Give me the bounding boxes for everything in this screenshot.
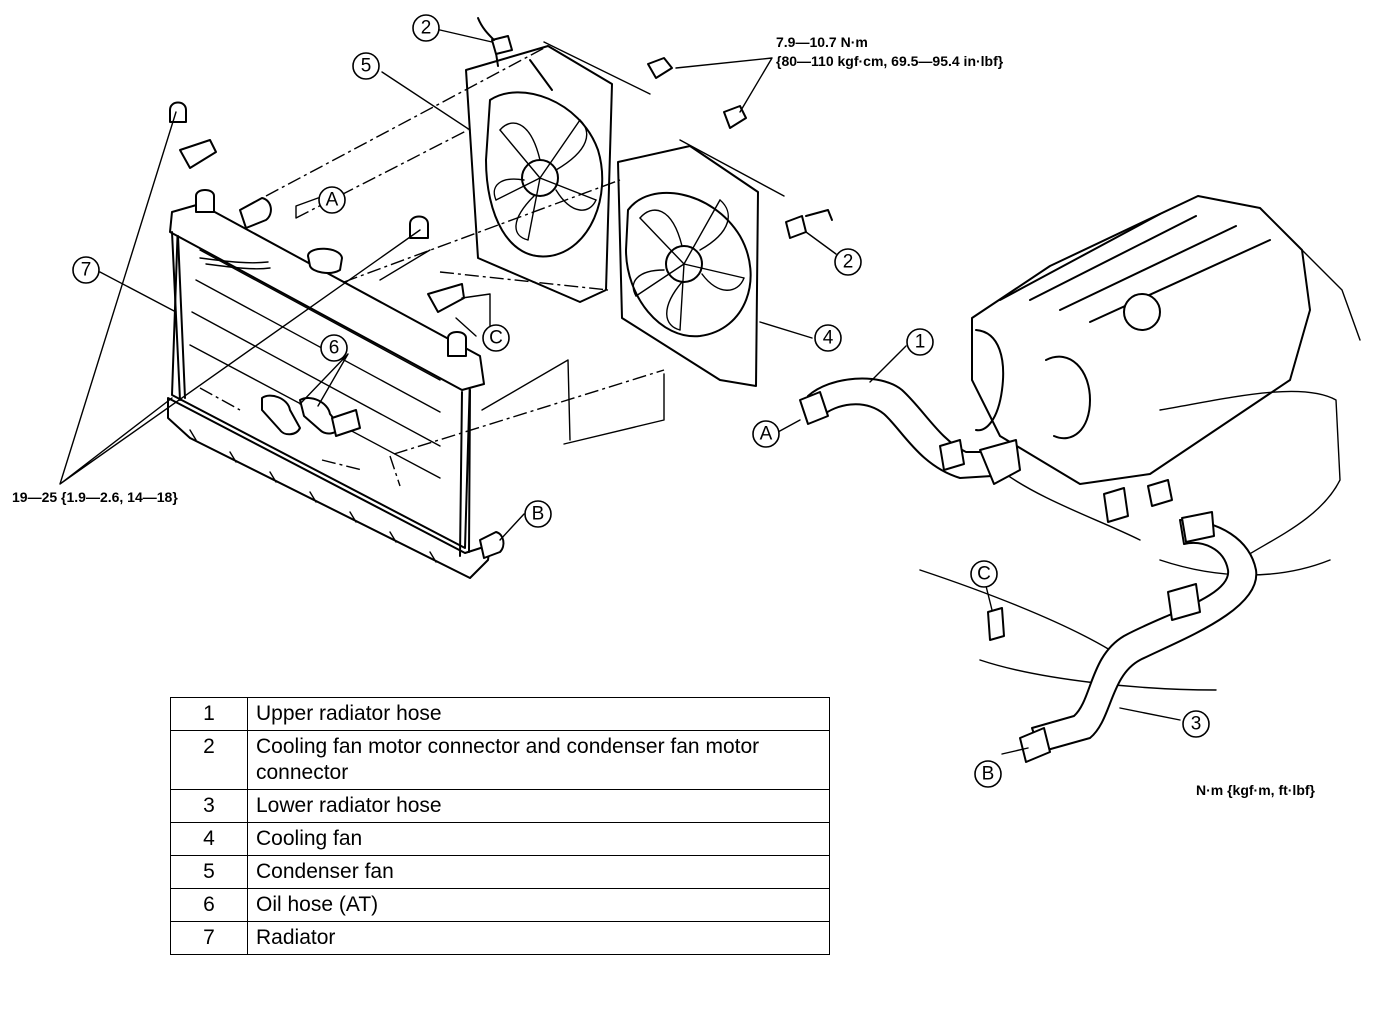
upper-bracket-left xyxy=(169,101,217,169)
callout-3-label: 3 xyxy=(1191,714,1202,735)
callout-b-hose-label: B xyxy=(982,764,995,785)
connector-top xyxy=(491,35,513,55)
parts-legend-table: 1 Upper radiator hose 2 Cooling fan moto… xyxy=(170,697,830,955)
callout-c-hose: C xyxy=(970,560,998,588)
callout-3: 3 xyxy=(1182,710,1210,738)
callout-c-hose-label: C xyxy=(977,564,991,585)
callout-4-label: 4 xyxy=(823,328,834,349)
condenser-fan xyxy=(465,39,613,303)
upper-radiator-hose xyxy=(799,377,1021,485)
fan-bolt-torque-line2: {80—110 kgf·cm, 69.5—95.4 in·lbf} xyxy=(776,53,1004,69)
callout-4: 4 xyxy=(814,324,842,352)
fan-bolt-torque-line1: 7.9—10.7 N·m xyxy=(776,34,868,50)
legend-num: 2 xyxy=(170,730,248,790)
legend-name: Radiator xyxy=(247,921,830,955)
callout-b-radiator: B xyxy=(524,500,552,528)
callout-a-radiator-label: A xyxy=(326,190,339,211)
callout-5-label: 5 xyxy=(361,56,372,77)
table-row: 6 Oil hose (AT) xyxy=(170,888,830,922)
callout-a-radiator: A xyxy=(318,186,346,214)
cooling-fan xyxy=(617,145,759,387)
leader-lines xyxy=(59,29,1181,755)
radiator xyxy=(167,189,505,579)
callout-2-right: 2 xyxy=(834,248,862,276)
legend-num: 4 xyxy=(170,822,248,856)
legend-name: Cooling fan xyxy=(247,822,830,856)
table-row: 2 Cooling fan motor connector and conden… xyxy=(170,730,830,790)
callout-6-label: 6 xyxy=(329,338,340,359)
legend-name: Condenser fan xyxy=(247,855,830,889)
table-row: 5 Condenser fan xyxy=(170,855,830,889)
callout-1-label: 1 xyxy=(915,332,926,353)
legend-num: 7 xyxy=(170,921,248,955)
callout-c-radiator: C xyxy=(482,324,510,352)
callout-7: 7 xyxy=(72,256,100,284)
callout-2-right-label: 2 xyxy=(843,252,854,273)
table-row: 3 Lower radiator hose xyxy=(170,789,830,823)
oil-hose-fitting xyxy=(987,607,1005,641)
table-row: 7 Radiator xyxy=(170,921,830,955)
callout-1: 1 xyxy=(906,328,934,356)
legend-name: Upper radiator hose xyxy=(247,697,830,731)
legend-num: 1 xyxy=(170,697,248,731)
legend-num: 5 xyxy=(170,855,248,889)
legend-name: Cooling fan motor connector and condense… xyxy=(247,730,830,790)
table-row: 4 Cooling fan xyxy=(170,822,830,856)
callout-b-radiator-label: B xyxy=(532,504,545,525)
callout-6: 6 xyxy=(320,334,348,362)
legend-name: Oil hose (AT) xyxy=(247,888,830,922)
lower-radiator-hose xyxy=(1019,479,1258,763)
fan-bolt-lower xyxy=(723,105,747,129)
callout-5: 5 xyxy=(352,52,380,80)
legend-num: 6 xyxy=(170,888,248,922)
callout-a-hose-label: A xyxy=(760,424,773,445)
radiator-bracket-torque: 19—25 {1.9—2.6, 14—18} xyxy=(12,489,178,505)
fan-bolt-upper xyxy=(647,57,673,79)
legend-name: Lower radiator hose xyxy=(247,789,830,823)
callout-a-hose: A xyxy=(752,420,780,448)
callout-b-hose: B xyxy=(974,760,1002,788)
torque-units: N·m {kgf·m, ft·lbf} xyxy=(1196,782,1316,798)
callout-2-top: 2 xyxy=(412,14,440,42)
connector-right xyxy=(785,215,807,239)
callout-2-top-label: 2 xyxy=(421,18,432,39)
legend-num: 3 xyxy=(170,789,248,823)
callout-7-label: 7 xyxy=(81,260,92,281)
table-row: 1 Upper radiator hose xyxy=(170,697,830,731)
engine xyxy=(919,195,1361,691)
callout-c-radiator-label: C xyxy=(489,328,503,349)
